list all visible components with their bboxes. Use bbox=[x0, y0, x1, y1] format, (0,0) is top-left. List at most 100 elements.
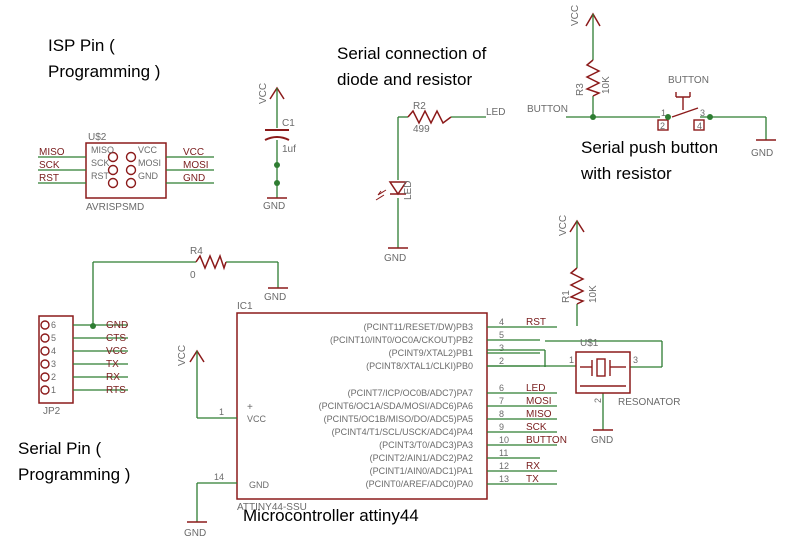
button-pin-2: 2 bbox=[660, 121, 665, 131]
isp-net-rst: RST bbox=[39, 173, 59, 184]
ic1-pin-net: BUTTON bbox=[526, 435, 567, 446]
resonator-ground-label: GND bbox=[591, 435, 613, 446]
ic1-pin-net: TX bbox=[526, 474, 539, 485]
ic1-pin-gnd-num: 14 bbox=[214, 472, 224, 482]
svg-text:+: + bbox=[247, 402, 253, 413]
c1-name: C1 bbox=[282, 118, 295, 129]
r3-button-branch: VCC R3 10K BUTTON BUTTON 1 2 3 4 GND bbox=[527, 5, 776, 159]
resonator-name: U$1 bbox=[580, 338, 599, 349]
resonator-pin-1: 1 bbox=[569, 355, 574, 365]
ic1-pin-net: MISO bbox=[526, 409, 552, 420]
r2-resistor bbox=[407, 109, 452, 125]
isp-header-name: U$2 bbox=[88, 132, 107, 143]
ic1-pin-number: 8 bbox=[499, 409, 504, 419]
isp-header-value: AVRISPSMD bbox=[86, 202, 144, 213]
serial-annotation-line1: Serial Pin ( bbox=[18, 439, 102, 458]
isp-annotation: ISP Pin ( Programming ) bbox=[48, 33, 160, 85]
resonator-value: RESONATOR bbox=[618, 397, 680, 408]
button-annotation: Serial push button with resistor bbox=[581, 135, 718, 187]
isp-pin-rst: RST bbox=[91, 171, 110, 181]
button-pin-4: 4 bbox=[697, 121, 702, 131]
r2-net-label: LED bbox=[486, 107, 505, 118]
ic1-pin-number: 11 bbox=[499, 448, 508, 458]
serial-annotation: Serial Pin ( Programming ) bbox=[18, 436, 130, 488]
ic1-pin-net: SCK bbox=[526, 422, 547, 433]
r1-value: 10K bbox=[588, 285, 599, 303]
ic1-pin-label: (PCINT1/AIN0/ADC1)PA1 bbox=[370, 466, 473, 476]
isp-header: U$2 AVRISPSMD MISO SCK RST VCC MOSI GND … bbox=[38, 132, 214, 213]
r4-resistor bbox=[195, 253, 227, 271]
led-name: LED bbox=[403, 181, 414, 200]
isp-pin-vcc: VCC bbox=[138, 145, 158, 155]
r2-led-branch: R2 499 LED LED GND bbox=[375, 101, 505, 264]
ic1-ground-label: GND bbox=[184, 528, 206, 539]
ic1-pin-number: 7 bbox=[499, 396, 504, 406]
button-name: BUTTON bbox=[668, 75, 709, 86]
ic1-pin-label: (PCINT10/INT0/OC0A/CKOUT)PB2 bbox=[330, 335, 473, 345]
serial-annotation-line2: Programming ) bbox=[18, 465, 131, 484]
button-annotation-line2: with resistor bbox=[581, 164, 672, 183]
isp-annotation-line1: ISP Pin ( bbox=[48, 36, 115, 55]
ic1-pin-number: 2 bbox=[499, 356, 504, 366]
ic1-pin-label: (PCINT6/OC1A/SDA/MOSI/ADC6)PA6 bbox=[319, 401, 473, 411]
jp2-pin-number: 3 bbox=[51, 359, 56, 369]
ic1-pin-net: RST bbox=[526, 317, 546, 328]
ic1-name: IC1 bbox=[237, 301, 253, 312]
jp2-pin-number: 4 bbox=[51, 346, 56, 356]
diode-annotation: Serial connection of diode and resistor bbox=[337, 41, 486, 93]
r4-value: 0 bbox=[190, 270, 196, 281]
jp2-net-label: VCC bbox=[106, 346, 127, 357]
jp2-pin-number: 6 bbox=[51, 320, 56, 330]
ic1-pin-number: 10 bbox=[499, 435, 509, 445]
button-pin-3: 3 bbox=[700, 108, 705, 118]
jp2-body bbox=[38, 315, 74, 404]
r1-supply-label: VCC bbox=[558, 215, 569, 236]
jp2-pin-number: 5 bbox=[51, 333, 56, 343]
ic1-pin-label: (PCINT8/XTAL1/CLKI)PB0 bbox=[366, 361, 473, 371]
jp2-net-label: TX bbox=[106, 359, 119, 370]
ic1-pin-net: MOSI bbox=[526, 396, 552, 407]
r4-name: R4 bbox=[190, 246, 203, 257]
ic1-pin-net: RX bbox=[526, 461, 540, 472]
r1-branch: VCC R1 10K bbox=[558, 215, 599, 326]
ic1-pin-label: (PCINT2/AIN1/ADC2)PA2 bbox=[370, 453, 473, 463]
ic1-pin-number: 9 bbox=[499, 422, 504, 432]
ic1-pin-number: 6 bbox=[499, 383, 504, 393]
isp-annotation-line2: Programming ) bbox=[48, 62, 161, 81]
diode-annotation-line2: diode and resistor bbox=[337, 70, 473, 89]
isp-net-mosi: MOSI bbox=[183, 160, 209, 171]
capacitor-c1: VCC C1 1uf GND bbox=[258, 83, 296, 212]
isp-net-vcc: VCC bbox=[183, 147, 204, 158]
ic1-pin-label: (PCINT11/RESET/DW)PB3 bbox=[364, 322, 473, 332]
resonator-u1: U$1 RESONATOR 1 2 3 GND bbox=[487, 338, 680, 446]
push-button bbox=[657, 92, 705, 131]
jp2-net-label: GND bbox=[106, 320, 128, 331]
jp2-net-label: CTS bbox=[106, 333, 126, 344]
button-annotation-line1: Serial push button bbox=[581, 138, 719, 157]
isp-pin-mosi: MOSI bbox=[138, 158, 161, 168]
ic1-pin-number: 12 bbox=[499, 461, 509, 471]
ic1-value: ATTINY44-SSU bbox=[237, 502, 307, 513]
isp-pin-gnd: GND bbox=[138, 171, 159, 181]
ic1-pin-gnd-label: GND bbox=[249, 480, 270, 490]
ic1-pin-label: (PCINT4/T1/SCL/USCK/ADC4)PA4 bbox=[332, 427, 473, 437]
r3-resistor bbox=[585, 59, 601, 97]
resonator-pin-3: 3 bbox=[633, 355, 638, 365]
jp2-name: JP2 bbox=[43, 406, 61, 417]
c1-supply-label: VCC bbox=[258, 83, 269, 104]
ic1-pin-vcc-label: VCC bbox=[247, 414, 267, 424]
ic1-pin-net: LED bbox=[526, 383, 545, 394]
r4-branch: R4 0 GND bbox=[92, 246, 288, 326]
isp-wires bbox=[38, 156, 214, 184]
diode-annotation-line1: Serial connection of bbox=[337, 44, 487, 63]
r4-ground-label: GND bbox=[264, 292, 286, 303]
isp-net-gnd: GND bbox=[183, 173, 205, 184]
r3-value: 10K bbox=[601, 76, 612, 94]
button-ground-label: GND bbox=[751, 148, 773, 159]
isp-net-miso: MISO bbox=[39, 147, 65, 158]
r3-supply-label: VCC bbox=[570, 5, 581, 26]
led-diode bbox=[388, 181, 408, 196]
